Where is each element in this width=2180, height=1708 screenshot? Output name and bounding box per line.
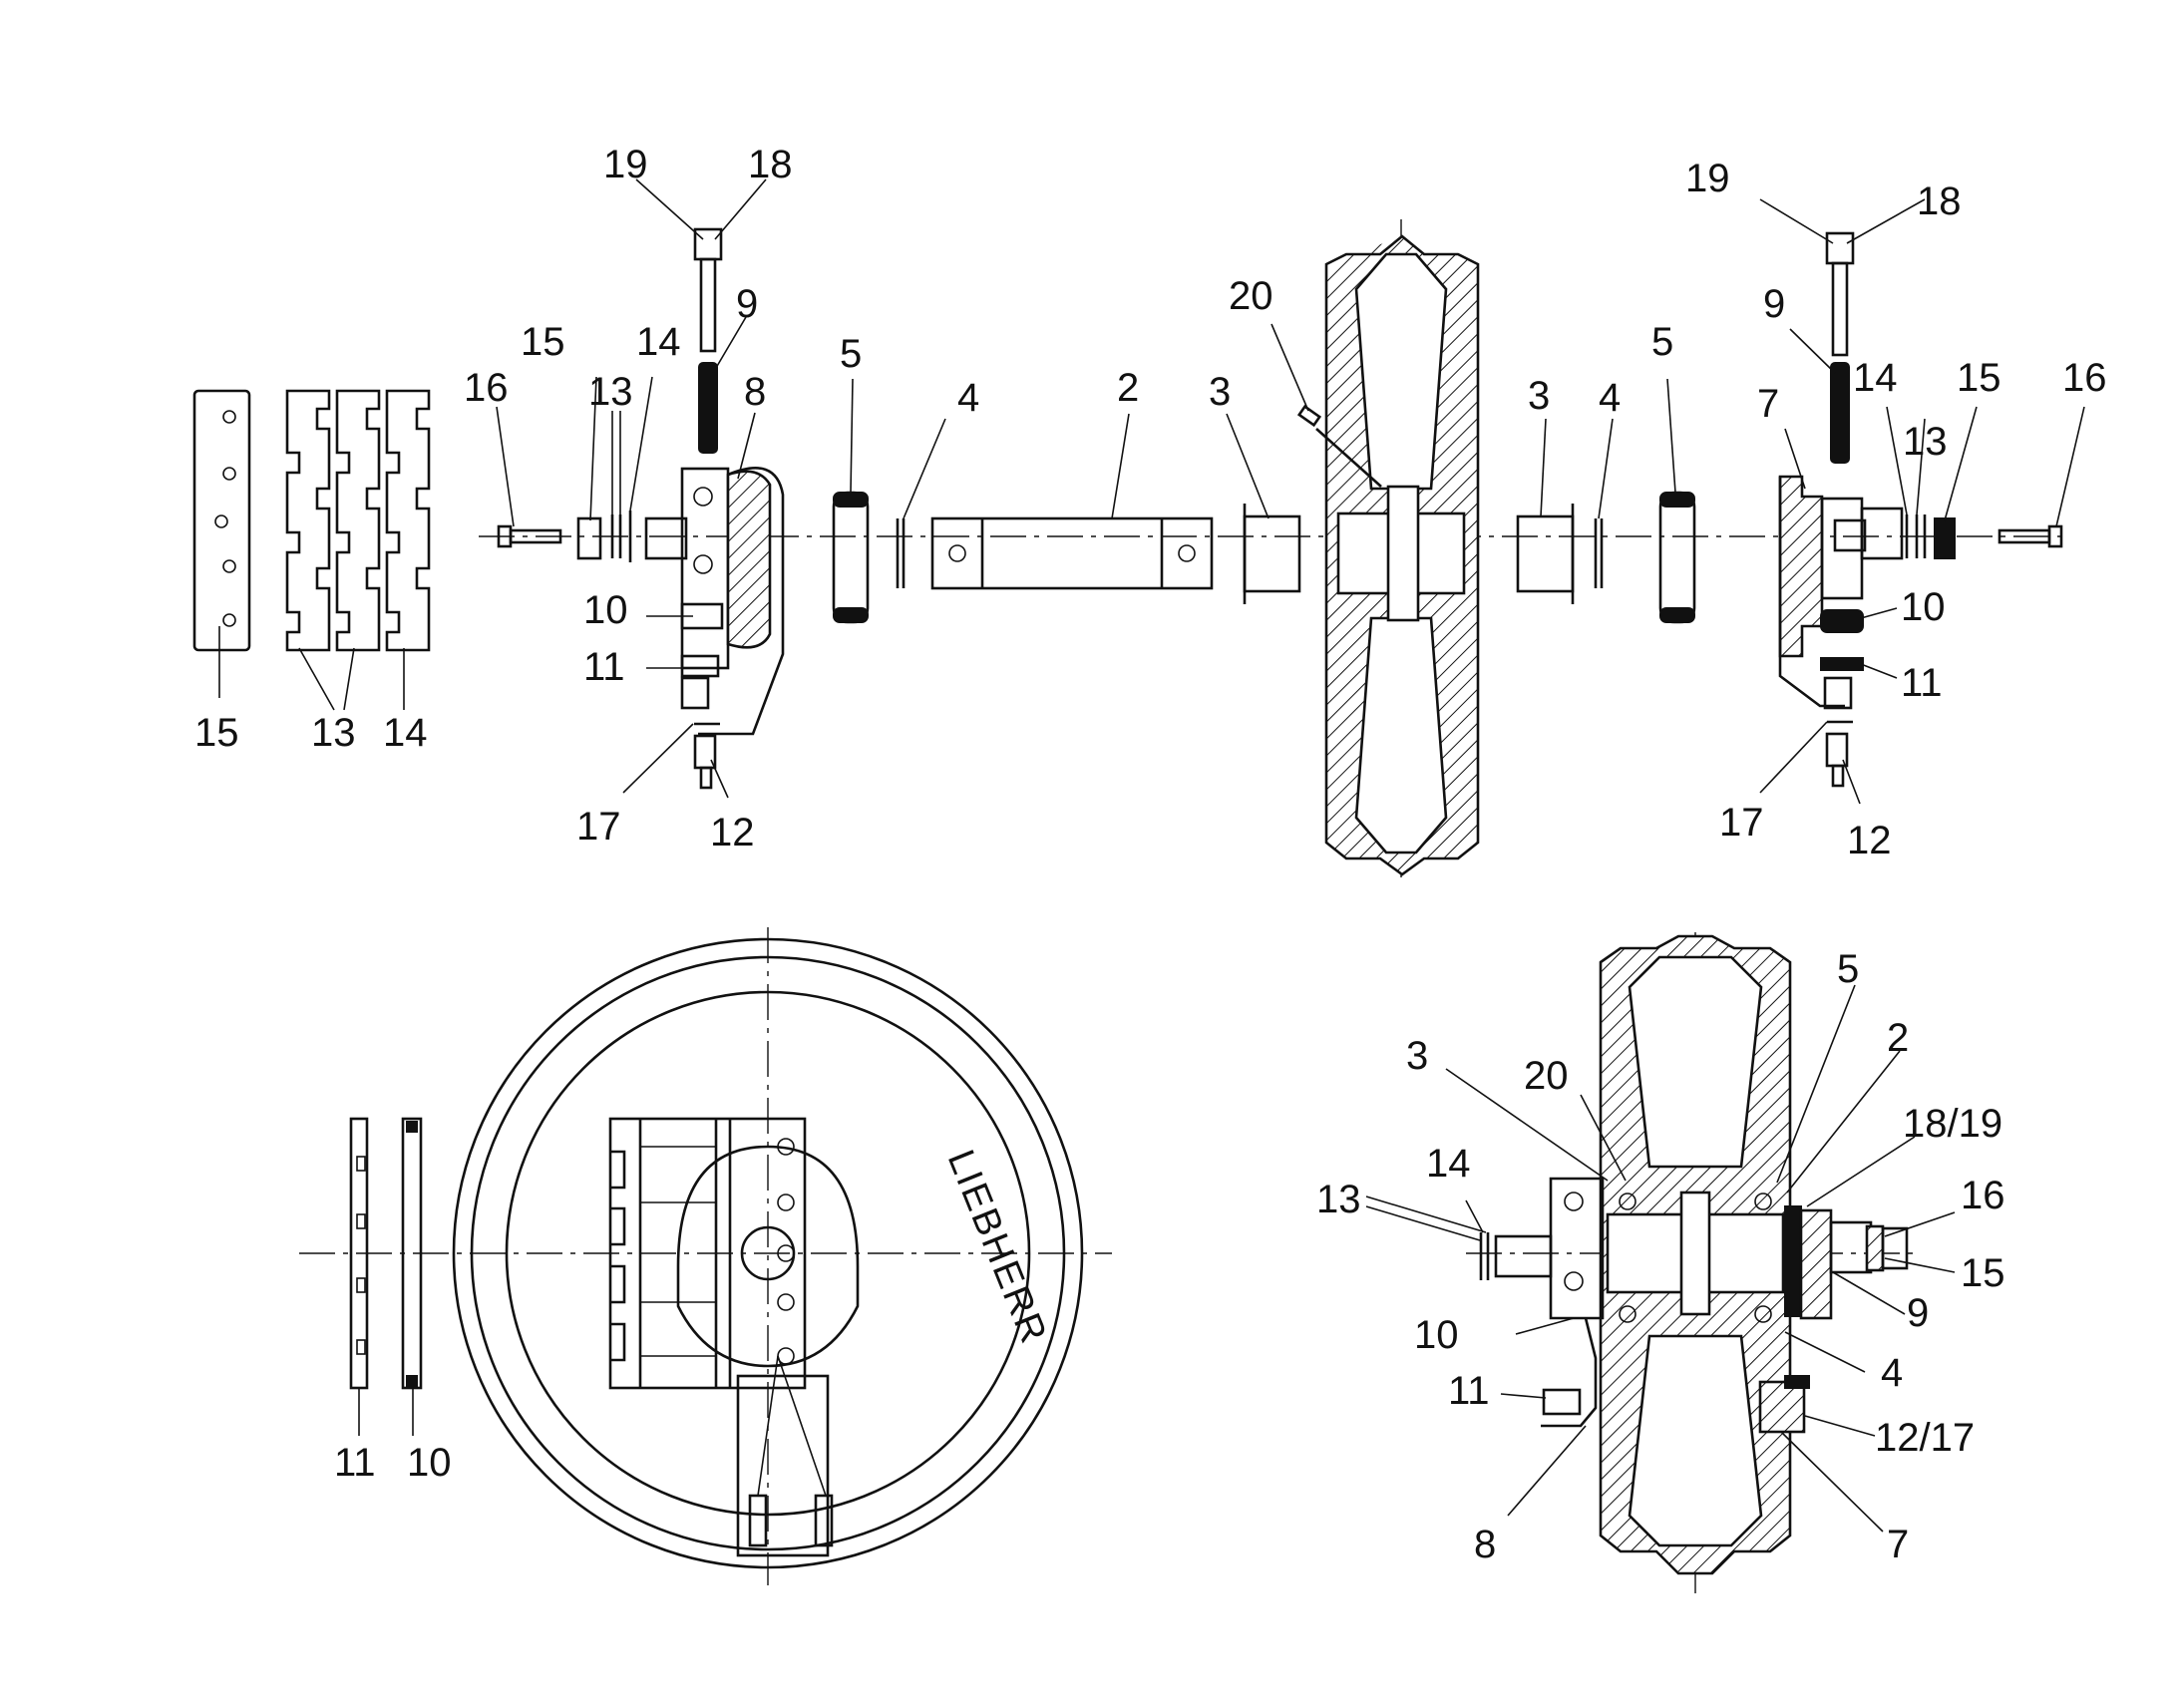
shaft-2	[930, 516, 1214, 590]
side-plate-10	[401, 1117, 423, 1390]
bushing-3-left	[1243, 504, 1301, 604]
label-10-right: 10	[1901, 585, 1946, 629]
label-16-left: 16	[464, 366, 509, 410]
label-16-assembled: 16	[1961, 1174, 2005, 1217]
label-3-left: 3	[1209, 370, 1231, 414]
label-5-left: 5	[840, 332, 862, 376]
label-20-assembled: 20	[1524, 1054, 1569, 1098]
label-18-right: 18	[1917, 179, 1962, 223]
label-17-right: 17	[1719, 801, 1764, 845]
plate-15-right	[1934, 517, 1956, 559]
label-5-assembled: 5	[1837, 947, 1859, 991]
plate-13-a	[285, 389, 331, 652]
label-15-left: 15	[521, 320, 565, 364]
label-20-top: 20	[1229, 274, 1273, 318]
label-8: 8	[744, 370, 766, 414]
idler-wheel-section-top	[1315, 219, 1480, 877]
label-4-left: 4	[957, 376, 979, 420]
assembled-seal	[1784, 1205, 1802, 1317]
label-10-left: 10	[583, 588, 628, 632]
label-15-assembled: 15	[1961, 1251, 2005, 1295]
bolt-16-right	[1998, 524, 2063, 548]
label-13-left: 13	[588, 370, 633, 414]
label-14-assembled: 14	[1426, 1142, 1471, 1186]
label-11-left: 11	[583, 645, 625, 689]
label-13-assembled: 13	[1316, 1178, 1361, 1221]
assembled-section: 5 2 3 20 18/19 14 13 16 15 10 9 11 4 12/…	[1316, 932, 2005, 1595]
bolt-12-right	[1825, 732, 1849, 788]
side-view: LIEBHERR 11 10	[299, 927, 1112, 1585]
label-4-right: 4	[1599, 376, 1621, 420]
label-3-right: 3	[1528, 374, 1550, 418]
label-16-right: 16	[2062, 356, 2107, 400]
bolt-18-19-left	[693, 227, 723, 353]
pin-9-right	[1830, 362, 1850, 464]
bolt-18-19-right	[1825, 231, 1855, 357]
label-14-left: 14	[636, 320, 681, 364]
brand-liebherr: LIEBHERR	[939, 1145, 1055, 1351]
label-9-left: 9	[736, 282, 758, 326]
label-19-right: 19	[1685, 157, 1730, 200]
label-11-assembled: 11	[1448, 1369, 1490, 1413]
plate-15	[192, 389, 251, 652]
label-3-assembled: 3	[1406, 1034, 1428, 1078]
leaders-top	[218, 178, 2085, 805]
plate-14	[385, 389, 431, 652]
pin-9-left	[698, 362, 718, 454]
bracket-7	[1778, 475, 1904, 724]
label-17-left: 17	[576, 805, 621, 849]
left-plate-set	[192, 389, 431, 652]
label-18-left: 18	[748, 143, 793, 186]
label-13-right: 13	[1903, 420, 1948, 464]
label-13-plate: 13	[311, 711, 356, 755]
label-19-left: 19	[603, 143, 648, 186]
label-11-side: 11	[334, 1441, 376, 1485]
seal-ring-5-left	[832, 491, 870, 624]
label-12-17-assembled: 12/17	[1875, 1416, 1975, 1460]
label-10-assembled: 10	[1414, 1313, 1459, 1357]
seal-ring-5-right	[1658, 491, 1696, 624]
label-10-side: 10	[407, 1441, 452, 1485]
label-7-assembled: 7	[1887, 1523, 1909, 1566]
label-9-assembled: 9	[1907, 1291, 1929, 1335]
exploded-view: 19 18 9 15 14 13 16 8 5 4 2 3 20 10 11 1…	[192, 143, 2107, 877]
label-7: 7	[1757, 382, 1779, 426]
label-9-right: 9	[1763, 282, 1785, 326]
wheel-outer-rim	[452, 937, 1084, 1569]
label-18-19-assembled: 18/19	[1903, 1102, 2002, 1146]
bolt-16-left	[497, 524, 562, 548]
label-12-right: 12	[1847, 819, 1892, 862]
plate-15-left	[576, 516, 602, 560]
grease-nipple-20	[1296, 404, 1322, 428]
label-15-right: 15	[1957, 356, 2001, 400]
label-14-right: 14	[1853, 356, 1898, 400]
side-bracket	[608, 1117, 860, 1557]
label-5-right: 5	[1651, 320, 1673, 364]
plate-13-b	[335, 389, 381, 652]
bolt-12-left	[693, 734, 717, 790]
label-15-plate: 15	[194, 711, 239, 755]
label-2-assembled: 2	[1887, 1016, 1909, 1060]
label-4-assembled: 4	[1881, 1351, 1903, 1395]
label-2: 2	[1117, 366, 1139, 410]
label-12-left: 12	[710, 811, 755, 854]
bushing-3-right	[1516, 504, 1575, 604]
bracket-8	[644, 467, 785, 736]
label-14-plate: 14	[383, 711, 428, 755]
leaders-bottom	[1365, 984, 1956, 1533]
label-8-assembled: 8	[1474, 1523, 1496, 1566]
label-11-right: 11	[1901, 661, 1943, 705]
